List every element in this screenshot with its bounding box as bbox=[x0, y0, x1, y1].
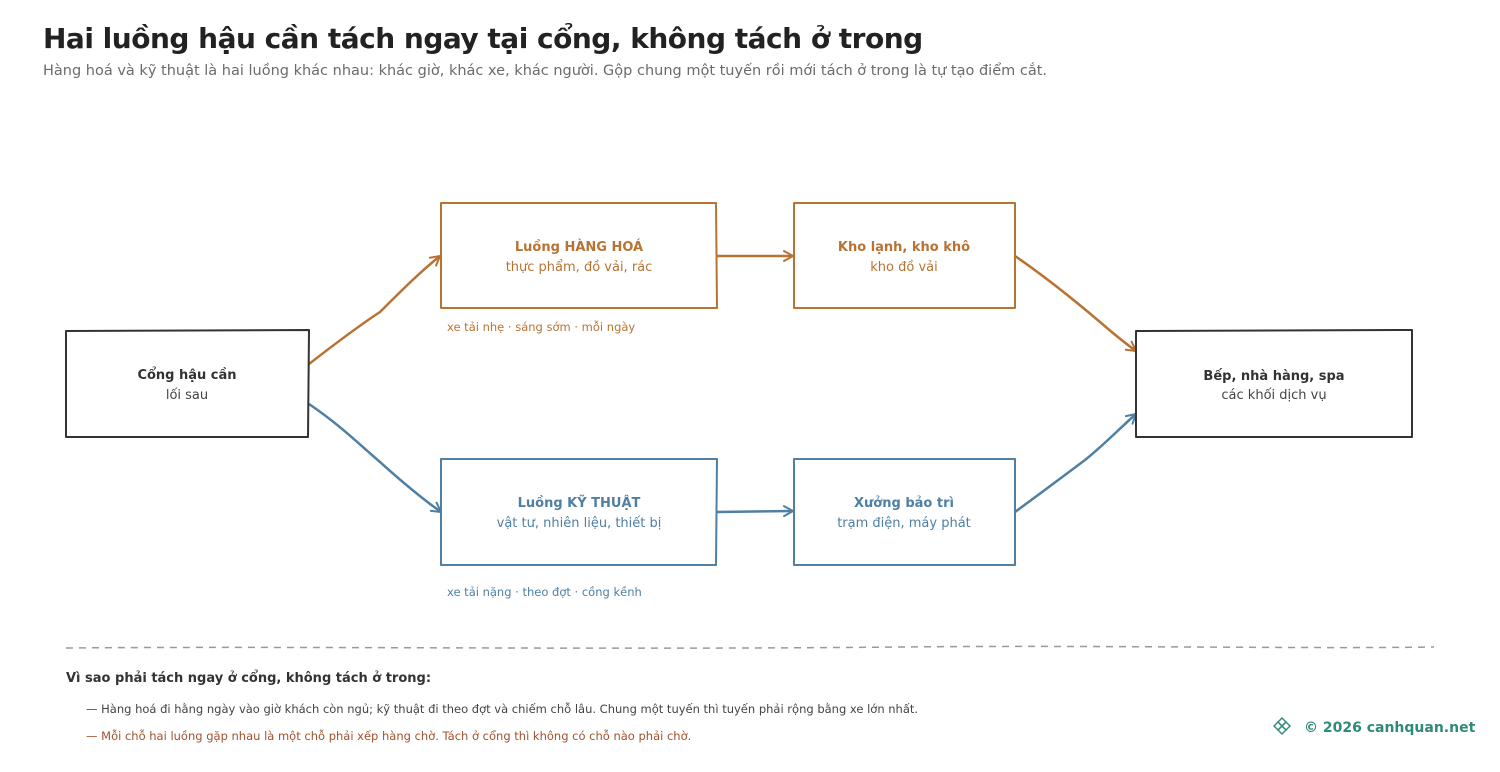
node-gate-sub: lối sau bbox=[166, 388, 208, 403]
node-services: Bếp, nhà hàng, spa các khối dịch vụ bbox=[1135, 329, 1413, 438]
footer-link[interactable]: © 2026 canhquan.net bbox=[1304, 720, 1476, 736]
node-gate: Cổng hậu cần lối sau bbox=[65, 329, 310, 438]
note-goods: xe tải nhẹ · sáng sớm · mỗi ngày bbox=[447, 320, 635, 334]
edge-gate-to-goods bbox=[308, 255, 441, 365]
why-line: — Hàng hoá đi hằng ngày vào giờ khách cò… bbox=[86, 702, 919, 716]
node-goods-flow: Luồng HÀNG HOÁ thực phẩm, đồ vải, rác bbox=[440, 202, 718, 309]
node-tech-flow: Luồng KỸ THUẬT vật tư, nhiên liệu, thiết… bbox=[440, 458, 718, 566]
node-workshop-sub: trạm điện, máy phát bbox=[837, 516, 971, 531]
node-storage: Kho lạnh, kho khô kho đồ vải bbox=[793, 202, 1016, 309]
node-workshop: Xưởng bảo trì trạm điện, máy phát bbox=[793, 458, 1016, 566]
why-title: Vì sao phải tách ngay ở cổng, không tách… bbox=[66, 671, 432, 686]
footer-credit: © 2026 canhquan.net bbox=[1272, 716, 1475, 740]
edge-storage-to-services bbox=[1014, 254, 1137, 353]
node-services-sub: các khối dịch vụ bbox=[1221, 388, 1326, 403]
node-goods-flow-label: Luồng HÀNG HOÁ bbox=[515, 239, 643, 255]
edge-tech-to-workshop bbox=[716, 505, 794, 518]
leaf-grid-icon bbox=[1272, 716, 1292, 740]
page-title: Hai luồng hậu cần tách ngay tại cổng, kh… bbox=[43, 22, 923, 55]
node-tech-flow-sub: vật tư, nhiên liệu, thiết bị bbox=[497, 516, 662, 531]
node-storage-label: Kho lạnh, kho khô bbox=[838, 240, 970, 255]
node-storage-sub: kho đồ vải bbox=[870, 260, 937, 275]
section-divider bbox=[65, 645, 1435, 649]
edge-workshop-to-services bbox=[1014, 413, 1137, 514]
why-line: — Mỗi chỗ hai luồng gặp nhau là một chỗ … bbox=[86, 729, 692, 743]
page-subtitle: Hàng hoá và kỹ thuật là hai luồng khác n… bbox=[43, 63, 1048, 79]
node-goods-flow-sub: thực phẩm, đồ vải, rác bbox=[506, 260, 653, 275]
node-services-label: Bếp, nhà hàng, spa bbox=[1203, 369, 1344, 384]
node-gate-label: Cổng hậu cần bbox=[137, 367, 236, 383]
note-tech: xe tải nặng · theo đợt · cồng kềnh bbox=[447, 585, 642, 599]
node-workshop-label: Xưởng bảo trì bbox=[854, 496, 954, 511]
node-tech-flow-label: Luồng KỸ THUẬT bbox=[518, 495, 641, 511]
edge-gate-to-tech bbox=[308, 402, 442, 514]
